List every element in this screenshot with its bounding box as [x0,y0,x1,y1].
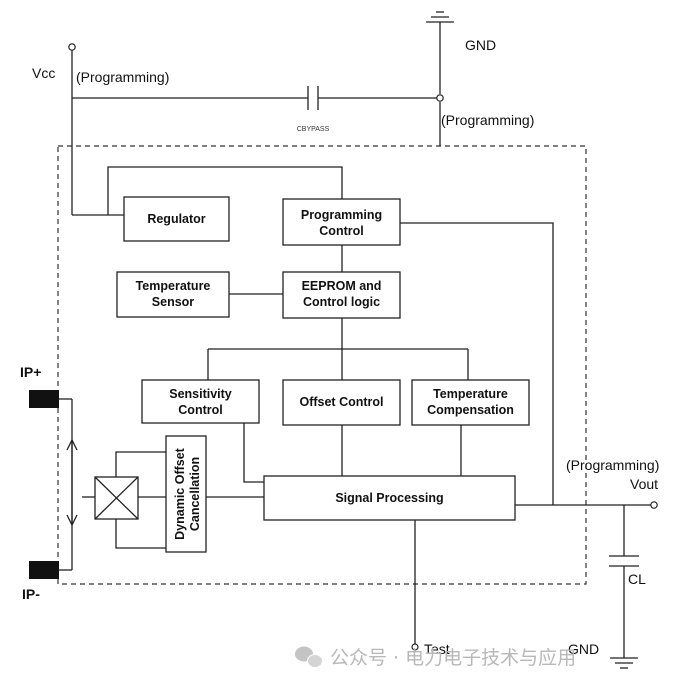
svg-text:Programming: Programming [301,208,382,222]
hall-element-icon [94,476,139,520]
hall-wire-top [115,451,166,477]
programming-vout-label: (Programming) [566,457,659,473]
offset-control-block: Offset Control [282,379,401,426]
svg-text:Control logic: Control logic [303,295,380,309]
svg-text:Control: Control [319,224,363,238]
hall-wire-bottom [115,519,166,549]
svg-text:EEPROM and: EEPROM and [302,279,382,293]
cbypass-capacitor [307,86,319,110]
cbypass-label: CBYPASS [297,126,330,133]
regulator-label: Regulator [147,212,205,226]
svg-text:Sensitivity: Sensitivity [169,387,232,401]
svg-text:Offset Control: Offset Control [299,395,383,409]
watermark-text: 公众号 · 电力电子技术与应用 [330,647,576,669]
programming-control-block: Programming Control [282,198,401,246]
svg-text:Control: Control [178,403,222,417]
eeprom-block: EEPROM and Control logic [282,271,401,319]
signal-processing-block: Signal Processing [263,475,516,521]
test-label: Test [424,641,450,657]
cl-capacitor [609,505,639,658]
programming-right-label: (Programming) [441,112,534,128]
ground-symbol-icon [426,11,454,23]
svg-text:Temperature: Temperature [136,279,211,293]
regulator-block: Regulator [123,196,230,242]
regulator-loop-wire [107,166,343,215]
ip-minus-pin [29,561,72,579]
gnd-top-label: GND [465,37,496,53]
watermark: 公众号 · 电力电子技术与应用 [295,646,576,669]
ip-plus-label: IP+ [20,364,41,380]
chip-boundary [57,145,587,585]
dynamic-offset-block: Dynamic Offset Cancellation [165,435,207,553]
programming-vcc-label: (Programming) [76,69,169,85]
temperature-sensor-block: Temperature Sensor [116,271,230,318]
ip-plus-pin [29,390,72,408]
svg-text:Temperature: Temperature [433,387,508,401]
sensitivity-sp-wire [243,423,264,483]
cl-label: CL [628,571,646,587]
ground-bottom-icon [610,657,638,669]
vcc-label: Vcc [32,65,55,81]
gnd-top-wire [436,22,444,146]
vcc-terminal [68,43,124,216]
gnd-bottom-label: GND [568,641,599,657]
current-arrow-icon [66,438,78,527]
temperature-compensation-block: Temperature Compensation [411,379,530,426]
vout-terminal [650,501,658,509]
ip-minus-label: IP- [22,586,40,602]
wechat-icon [295,646,323,668]
vout-label: Vout [630,476,658,492]
svg-text:Signal Processing: Signal Processing [335,491,443,505]
sensitivity-control-block: Sensitivity Control [141,379,260,424]
test-terminal [411,643,419,651]
prog-output-wire [400,222,554,505]
svg-text:Cancellation: Cancellation [188,457,202,531]
svg-text:Dynamic Offset: Dynamic Offset [173,447,187,540]
svg-text:Sensor: Sensor [152,295,195,309]
svg-text:Compensation: Compensation [427,403,514,417]
